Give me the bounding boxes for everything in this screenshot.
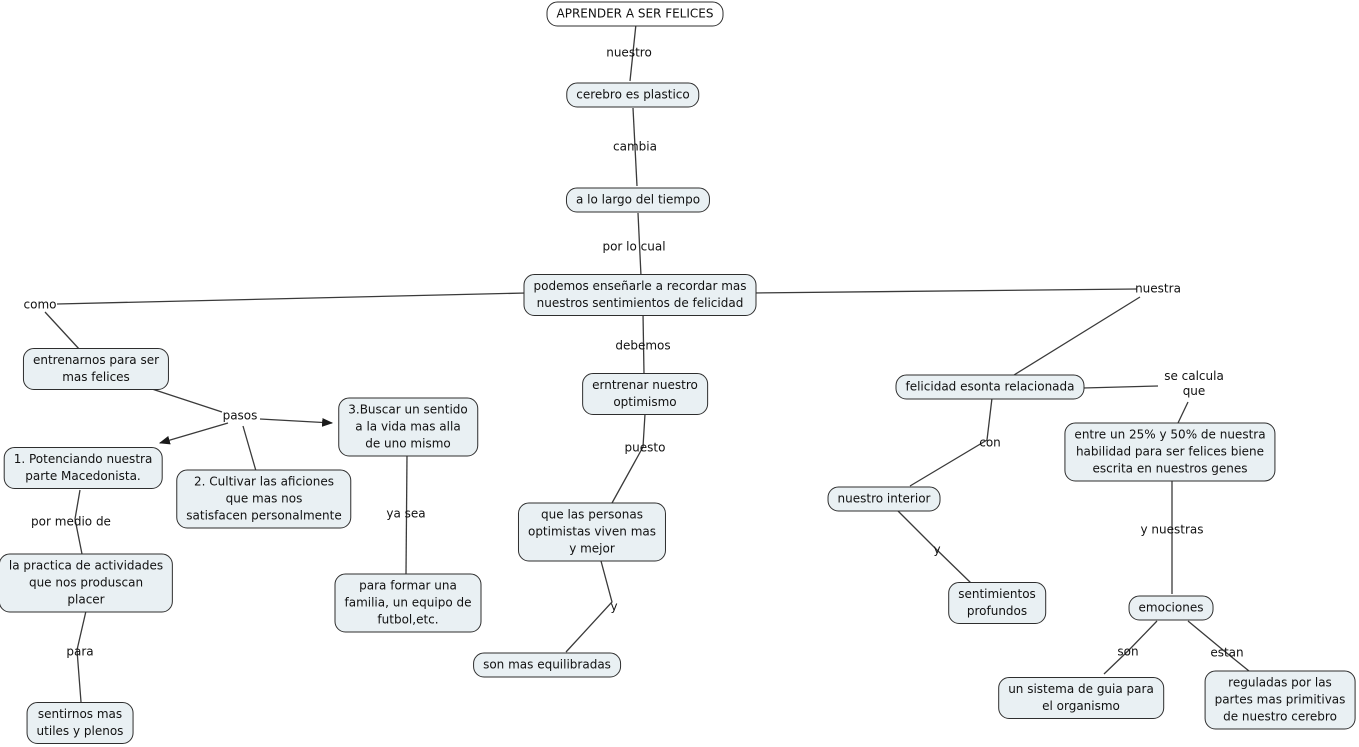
edge-nuestra-felicidad xyxy=(1013,296,1141,376)
link-label-como[interactable]: como xyxy=(23,297,57,312)
node-sentimientos-profundos[interactable]: sentimientos profundos xyxy=(948,582,1046,624)
node-reguladas-partes-primitivas[interactable]: reguladas por las partes mas primitivas … xyxy=(1204,670,1356,730)
link-label-pasos[interactable]: pasos xyxy=(222,408,258,423)
edge-secalcula-genes xyxy=(1177,401,1189,424)
edge-paso1-practica xyxy=(74,489,83,555)
edge-felicidad-secalcula xyxy=(1082,385,1159,389)
link-label-son[interactable]: son xyxy=(1117,644,1139,659)
node-la-practica-actividades[interactable]: la practica de actividades que nos produ… xyxy=(0,553,174,613)
edge-podemos-optimismo xyxy=(642,312,645,375)
node-a-lo-largo-del-tiempo[interactable]: a lo largo del tiempo xyxy=(565,187,711,213)
node-entrenarnos[interactable]: entrenarnos para ser mas felices xyxy=(22,348,170,390)
edge-practica-sentirnos xyxy=(76,610,87,703)
edge-entrenarnos-pasos xyxy=(151,388,223,413)
edge-personas-equilibradas xyxy=(565,560,613,653)
edge-emociones-sistema xyxy=(1103,620,1158,675)
edge-tiempo-podemos xyxy=(637,212,642,277)
link-label-nuestro[interactable]: nuestro xyxy=(606,45,652,60)
node-erntrenar-optimismo[interactable]: erntrenar nuestro optimismo xyxy=(582,373,708,415)
edge-emociones-reguladas xyxy=(1187,620,1250,672)
edge-paso3-familia xyxy=(405,454,408,575)
edge-root-cerebro xyxy=(629,23,637,82)
node-sistema-de-guia[interactable]: un sistema de guia para el organismo xyxy=(998,677,1164,719)
link-label-con[interactable]: con xyxy=(979,435,1001,450)
node-emociones[interactable]: emociones xyxy=(1128,595,1214,621)
edge-felicidad-interior xyxy=(909,397,993,487)
link-label-y-1[interactable]: y xyxy=(610,599,618,614)
node-nuestro-interior[interactable]: nuestro interior xyxy=(827,486,941,512)
link-label-ya-sea[interactable]: ya sea xyxy=(386,506,426,521)
edge-cerebro-tiempo xyxy=(632,107,638,187)
link-label-por-medio-de[interactable]: por medio de xyxy=(31,514,111,529)
link-label-por-lo-cual[interactable]: por lo cual xyxy=(602,239,666,254)
edge-como-entrenarnos xyxy=(44,311,81,351)
node-personas-optimistas[interactable]: que las personas optimistas viven mas y … xyxy=(517,502,667,562)
node-para-formar-familia[interactable]: para formar una familia, un equipo de fu… xyxy=(334,573,482,633)
link-label-y-2[interactable]: y xyxy=(933,542,941,557)
node-podemos-ensenarle[interactable]: podemos enseñarle a recordar mas nuestro… xyxy=(523,274,757,316)
node-felicidad-relacionada[interactable]: felicidad esonta relacionada xyxy=(895,374,1085,400)
edge-pasos-paso1 xyxy=(158,422,229,445)
link-label-y-nuestras[interactable]: y nuestras xyxy=(1140,522,1204,537)
link-label-cambia[interactable]: cambia xyxy=(613,139,657,154)
node-paso-3-buscar-sentido[interactable]: 3.Buscar un sentido a la vida mas alla d… xyxy=(338,397,478,457)
node-sentirnos-utiles[interactable]: sentirnos mas utiles y plenos xyxy=(26,702,134,744)
link-label-para[interactable]: para xyxy=(66,644,94,659)
edge-podemos-como xyxy=(56,292,527,305)
edge-podemos-nuestra xyxy=(752,288,1138,294)
node-cerebro-es-plastico[interactable]: cerebro es plastico xyxy=(566,82,700,108)
node-paso-1-potenciando[interactable]: 1. Potenciando nuestra parte Macedonista… xyxy=(3,447,163,489)
edge-optimismo-personas xyxy=(611,413,646,504)
link-label-se-calcula-que[interactable]: se calcula que xyxy=(1164,369,1224,398)
node-son-mas-equilibradas[interactable]: son mas equilibradas xyxy=(473,652,621,678)
node-aprender-a-ser-felices[interactable]: APRENDER A SER FELICES xyxy=(546,1,724,27)
edge-interior-profundos xyxy=(897,510,973,585)
link-label-nuestra[interactable]: nuestra xyxy=(1135,281,1181,296)
edge-pasos-paso3 xyxy=(259,418,334,427)
link-label-estan[interactable]: estan xyxy=(1210,645,1244,660)
edge-pasos-paso2 xyxy=(242,425,257,472)
node-paso-2-cultivar[interactable]: 2. Cultivar las aficiones que mas nos sa… xyxy=(176,469,352,529)
link-label-puesto[interactable]: puesto xyxy=(624,440,666,455)
link-label-debemos[interactable]: debemos xyxy=(615,338,671,353)
node-genes-25-50[interactable]: entre un 25% y 50% de nuestra habilidad … xyxy=(1064,422,1276,482)
